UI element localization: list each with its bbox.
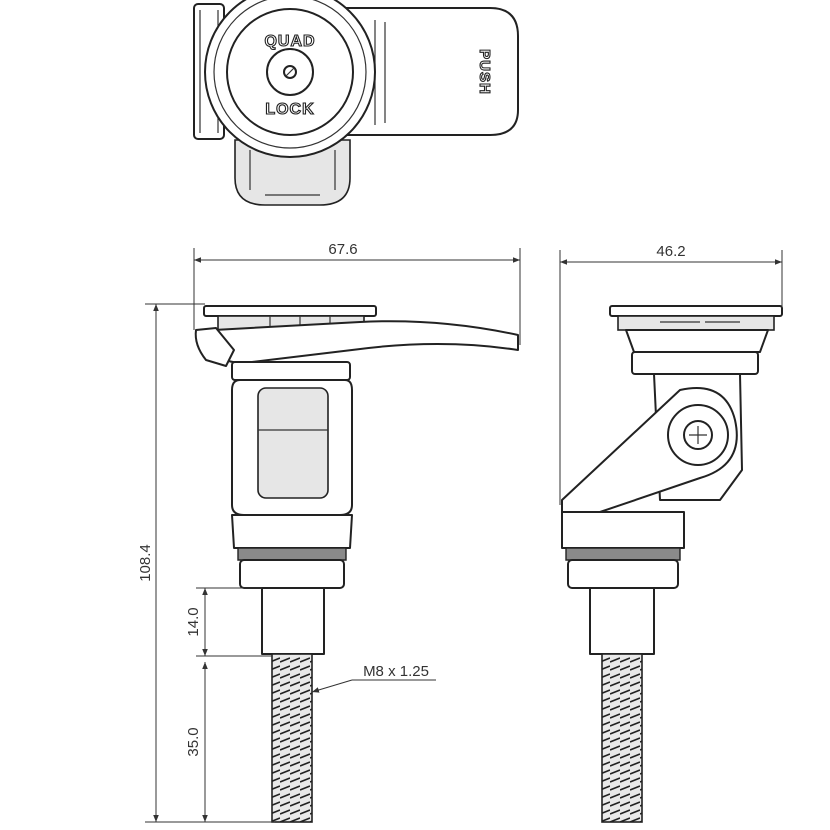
side-mount-plate: [609, 305, 783, 317]
top-view-lever: [329, 7, 519, 136]
front-base: [239, 559, 345, 589]
front-thread: [271, 653, 313, 823]
side-view: [561, 305, 783, 823]
front-shank: [261, 587, 325, 655]
lever-push-label: PUSH: [476, 49, 493, 95]
dim-total-height: 108.4: [137, 544, 154, 582]
logo-line-1: QUAD: [264, 33, 315, 50]
dimension-lines: 67.6 46.2 108.4 14.0 35.0 M8 x 1.25: [137, 241, 783, 823]
front-collar: [231, 361, 351, 381]
dim-width-side: 46.2: [656, 243, 685, 260]
dim-thread-length: 35.0: [185, 727, 202, 756]
side-base: [567, 559, 679, 589]
side-shank: [589, 587, 655, 655]
front-lever-arm: [213, 320, 519, 364]
side-thread: [601, 653, 643, 823]
dim-shank-height: 14.0: [185, 607, 202, 636]
front-base-collar: [231, 514, 353, 549]
dim-width-front: 67.6: [328, 241, 357, 258]
dim-thread-spec: M8 x 1.25: [363, 663, 429, 680]
front-lever-finger: [194, 327, 235, 367]
side-collar: [631, 351, 759, 375]
front-mount-plate: [203, 305, 377, 317]
front-view: [194, 305, 519, 823]
side-base-collar: [561, 511, 685, 549]
side-mount-ring: [617, 315, 775, 331]
front-yoke-window: [257, 387, 329, 499]
side-clamp: [625, 329, 769, 353]
top-view: QUAD LOCK PUSH: [193, 0, 519, 206]
logo-line-2: LOCK: [265, 101, 314, 118]
top-view-bracket: [234, 139, 351, 206]
